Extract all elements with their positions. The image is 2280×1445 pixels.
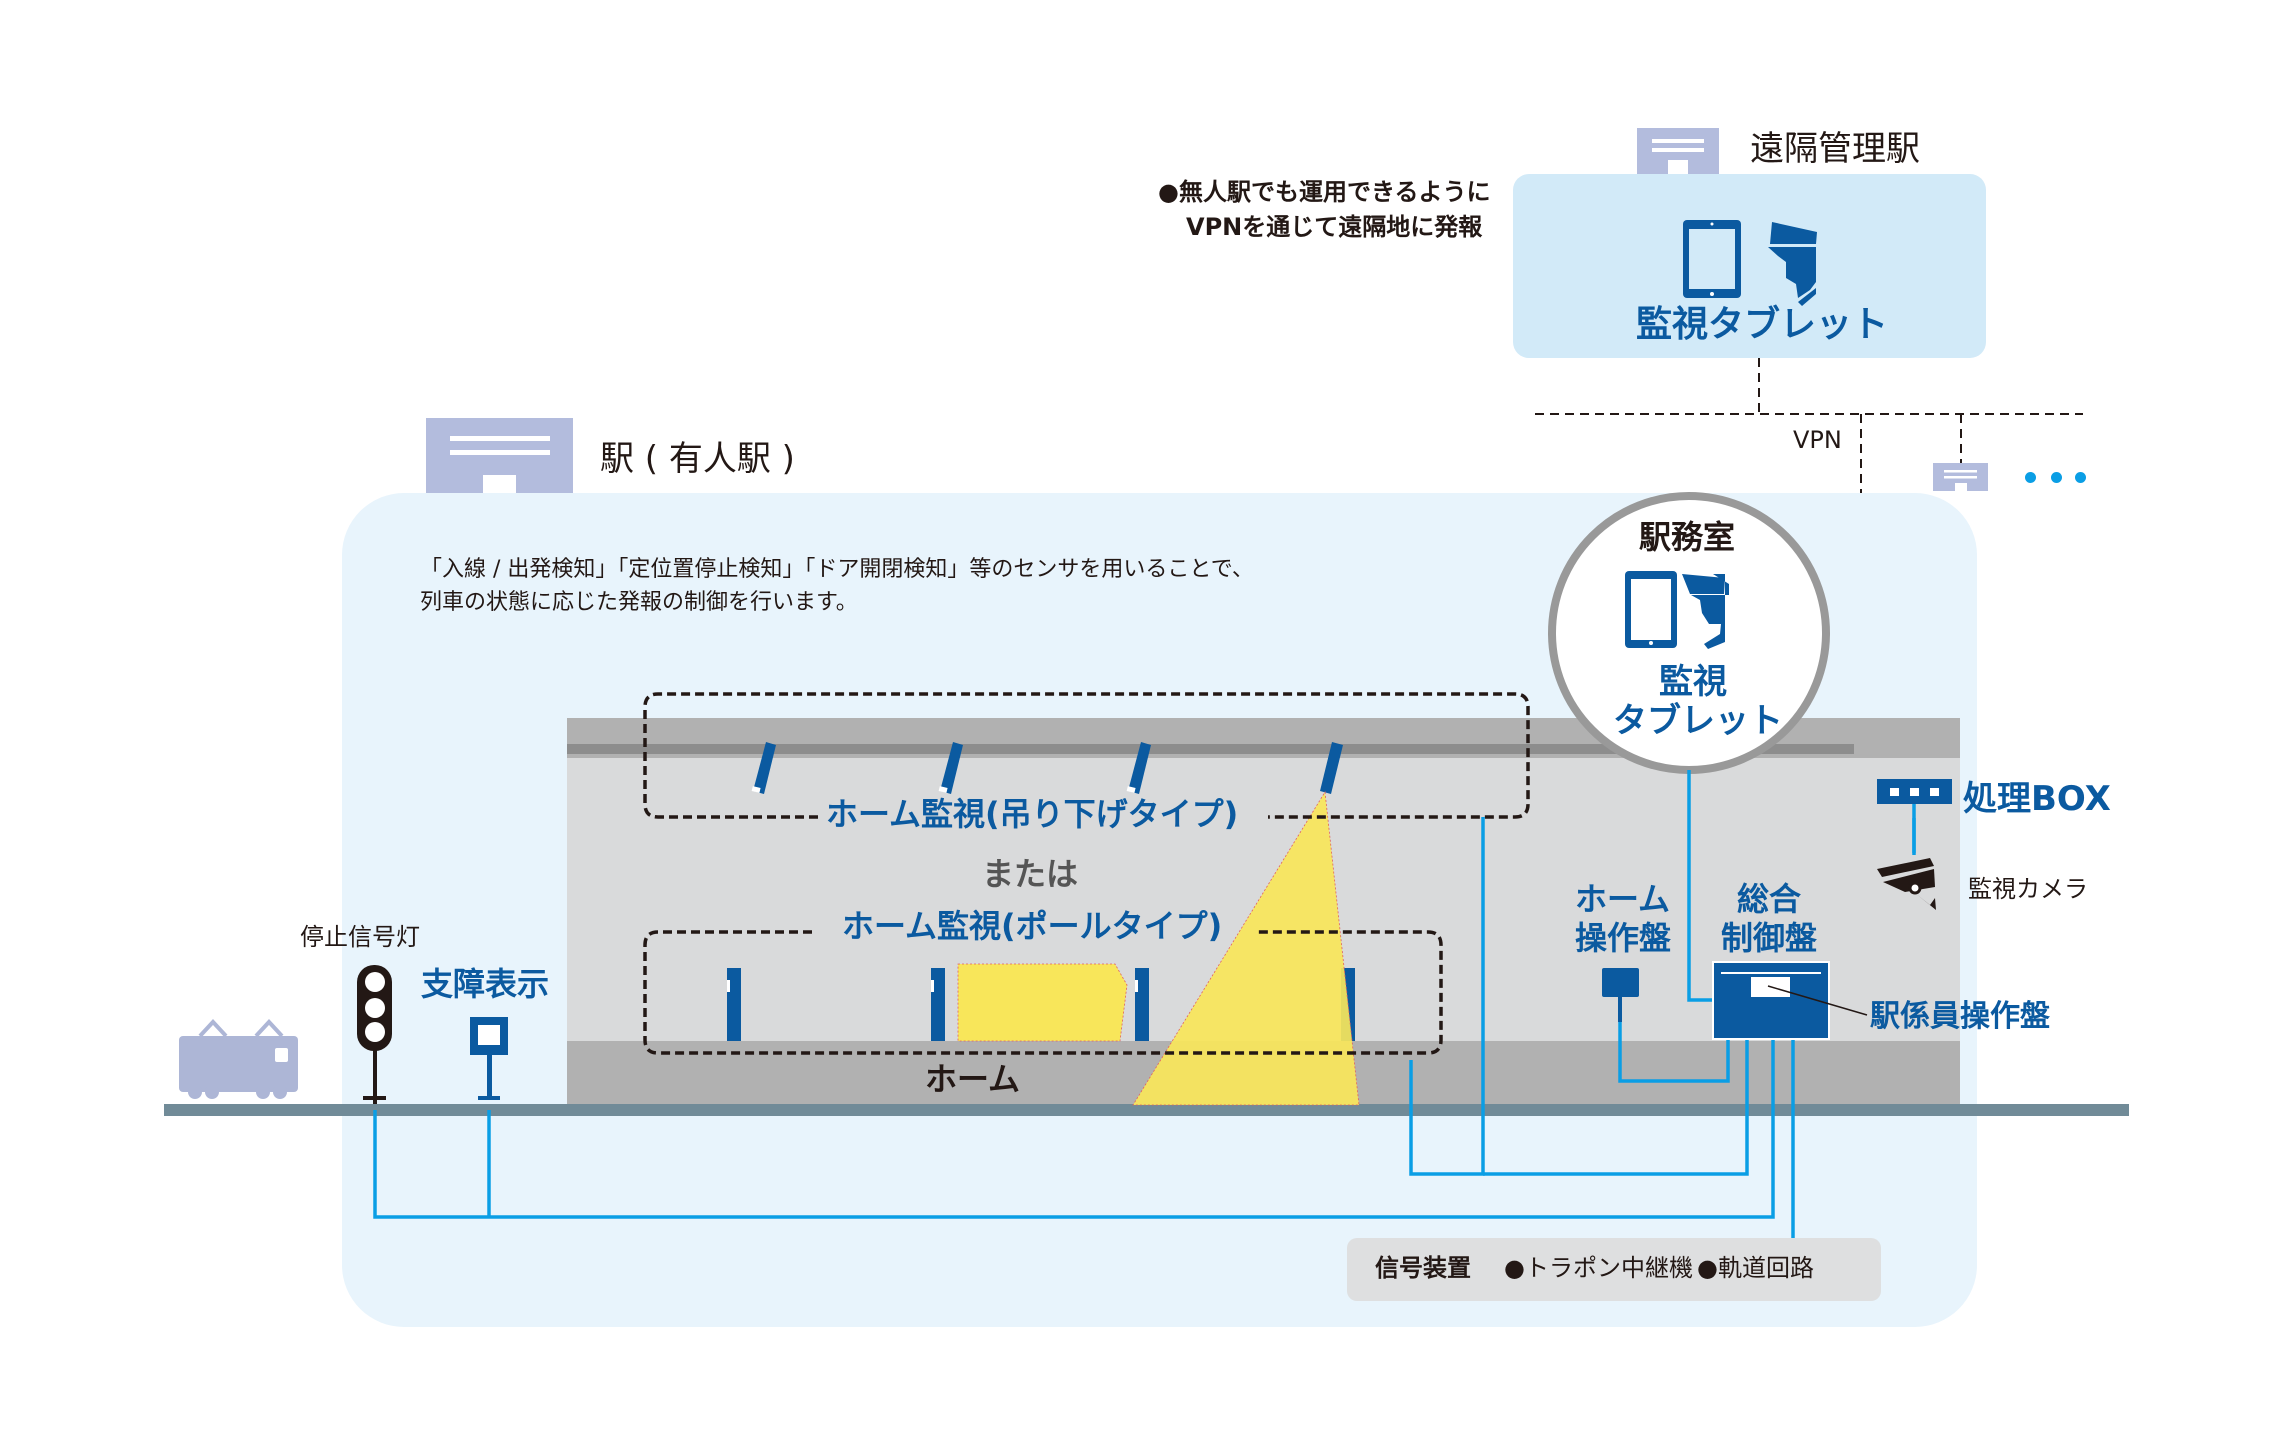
- hanging-camera-icon: [1320, 742, 1343, 794]
- obstruction-display-label: 支障表示: [421, 965, 550, 1003]
- station-description-line1: 「入線 / 出発検知」「定位置停止検知」「ドア開閉検知」等のセンサを用いることで…: [420, 557, 1254, 582]
- hanging-camera-icon: [751, 742, 776, 794]
- hanging-sensor-area: [1132, 790, 1360, 1106]
- remote-tablet-label: 監視タブレット: [1636, 304, 1889, 345]
- pole-camera-icon: [1135, 968, 1149, 1041]
- control-panel-label-line2: 制御盤: [1721, 919, 1818, 957]
- station-staff-icon: [1682, 574, 1729, 649]
- station-description-line2: 列車の状態に応じた発報の制御を行います。: [420, 590, 858, 615]
- control-panel-icon: [1712, 961, 1830, 1040]
- platform-label: ホーム: [925, 1060, 1021, 1098]
- more-stations-dot: [2025, 472, 2036, 483]
- camera-label: 監視カメラ: [1968, 875, 2088, 903]
- hanging-cameras: [751, 742, 1343, 794]
- more-stations-dot: [2075, 472, 2086, 483]
- office-title: 駅務室: [1639, 518, 1736, 556]
- camera-group-outlines: [643, 692, 1530, 1055]
- home-panel-label-line1: ホーム: [1575, 880, 1671, 918]
- camera-icon: [1877, 858, 1936, 910]
- staff-panel-leader-line: [1767, 985, 1868, 1016]
- tablet-icon: [1625, 571, 1677, 648]
- or-label: または: [982, 855, 1079, 893]
- home-panel-icon: [1602, 968, 1639, 1022]
- staff-panel-label: 駅係員操作盤: [1870, 999, 2050, 1034]
- rail-track: [164, 1104, 2129, 1116]
- pole-camera-icon: [727, 968, 741, 1041]
- remote-station-panel: [1513, 174, 1986, 358]
- office-tablet-label-line1: 監視: [1659, 662, 1727, 702]
- processing-box-label: 処理BOX: [1963, 779, 2111, 819]
- office-tablet-label-line2: タブレット: [1613, 701, 1783, 741]
- remote-note-line1: ●無人駅でも運用できるように: [1158, 178, 1491, 206]
- tablet-icon: [1683, 220, 1741, 298]
- signal-devices-panel: [1347, 1238, 1881, 1301]
- pole-sensor-area: [957, 963, 1128, 1042]
- hanging-camera-icon: [1126, 742, 1151, 794]
- train-icon: [179, 1019, 298, 1099]
- remote-station-label: 遠隔管理駅: [1750, 129, 1920, 169]
- hanging-camera-icon: [938, 742, 963, 794]
- station-staff-icon: [1768, 222, 1817, 306]
- pole-camera-icon: [931, 968, 945, 1041]
- monitor-hanging-label: ホーム監視(吊り下げタイプ): [826, 795, 1239, 833]
- signal-devices-item1: ●トラポン中継機: [1504, 1254, 1693, 1282]
- processing-box-icon: [1877, 779, 1952, 853]
- signal-devices-item2: ●軌道回路: [1697, 1254, 1814, 1282]
- station-icon: [426, 418, 573, 494]
- obstruction-display-icon: [470, 1017, 508, 1100]
- signal-devices-title: 信号装置: [1375, 1254, 1471, 1282]
- station-label: 駅 ( 有人駅 ): [600, 439, 795, 479]
- other-station-icon: [1933, 463, 1988, 491]
- stop-signal-icon: [357, 965, 392, 1104]
- stop-signal-label: 停止信号灯: [300, 923, 420, 951]
- remote-note-line2: VPNを通じて遠隔地に発報: [1186, 213, 1483, 241]
- remote-station-icon: [1637, 128, 1719, 176]
- control-panel-label-line1: 総合: [1737, 880, 1802, 918]
- vpn-label: VPN: [1793, 426, 1842, 454]
- more-stations-dot: [2051, 472, 2062, 483]
- signal-wiring: [373, 770, 1916, 1238]
- monitor-pole-label: ホーム監視(ポールタイプ): [842, 907, 1223, 945]
- home-panel-label-line2: 操作盤: [1575, 919, 1672, 957]
